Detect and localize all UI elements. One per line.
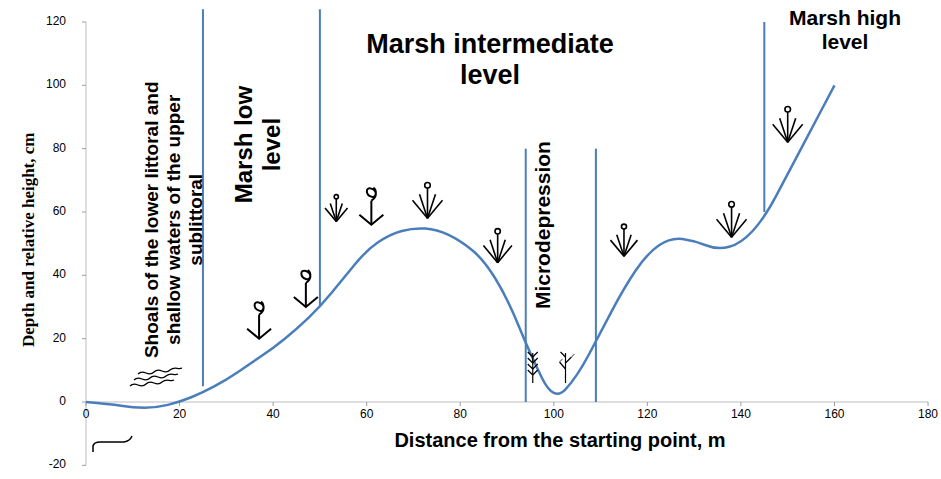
x-tick [366, 402, 367, 406]
x-tick-label: 80 [454, 408, 467, 422]
x-tick [834, 402, 835, 406]
plant-symbol [359, 188, 383, 225]
zone-label: Marsh high level [780, 6, 910, 54]
x-tick-label: 20 [173, 408, 186, 422]
zone-boundary [595, 149, 597, 402]
zone-label: Marsh low level [230, 60, 285, 230]
x-tick [553, 402, 554, 406]
x-tick-label: 120 [637, 408, 657, 422]
y-tick-label: -20 [49, 458, 66, 472]
y-tick [82, 402, 86, 403]
y-tick [82, 338, 86, 339]
y-axis [86, 22, 87, 465]
x-tick [460, 402, 461, 406]
plant-symbol [773, 107, 803, 143]
x-tick-label: 160 [824, 408, 844, 422]
plant-symbol [325, 195, 348, 222]
y-tick [82, 148, 86, 149]
y-tick-label: 120 [46, 15, 66, 29]
plant-symbol [294, 270, 318, 307]
benthic-symbol [93, 436, 132, 452]
axis-title: Depth and relative height, cm [18, 133, 38, 348]
y-tick [82, 465, 86, 466]
zone-label: Shoals of the lower littoral and shallow… [141, 55, 207, 385]
zone-boundary [763, 22, 765, 212]
x-tick [647, 402, 648, 406]
x-tick-label: 40 [266, 408, 279, 422]
x-tick-label: 60 [360, 408, 373, 422]
plant-symbol [717, 202, 747, 238]
y-tick-label: 40 [53, 268, 66, 282]
zone-label: Marsh intermediate level [340, 29, 640, 91]
y-tick [82, 211, 86, 212]
y-tick-label: 60 [53, 205, 66, 219]
zone-boundary [319, 9, 321, 307]
x-tick-label: 0 [83, 408, 90, 422]
axis-title: Distance from the starting point, m [394, 429, 725, 452]
zone-boundary [525, 149, 527, 402]
x-tick-label: 100 [544, 408, 564, 422]
algae-symbol [130, 368, 182, 386]
x-axis [86, 402, 928, 403]
plant-symbol [610, 224, 637, 256]
x-tick-label: 180 [918, 408, 938, 422]
y-tick-label: 100 [46, 78, 66, 92]
x-tick-label: 140 [731, 408, 751, 422]
x-tick [273, 402, 274, 406]
x-tick [928, 402, 929, 406]
plant-symbol [528, 352, 538, 383]
plant-symbol [412, 183, 442, 219]
x-tick [740, 402, 741, 406]
plant-symbol [483, 229, 512, 263]
plant-symbol [247, 302, 271, 339]
y-tick-label: 80 [53, 142, 66, 156]
zone-label: Microdepression [531, 125, 555, 325]
y-tick [82, 85, 86, 86]
y-tick [82, 275, 86, 276]
plant-symbol [559, 352, 574, 383]
y-tick [82, 21, 86, 22]
y-tick-label: 0 [59, 395, 66, 409]
y-tick-label: 20 [53, 332, 66, 346]
